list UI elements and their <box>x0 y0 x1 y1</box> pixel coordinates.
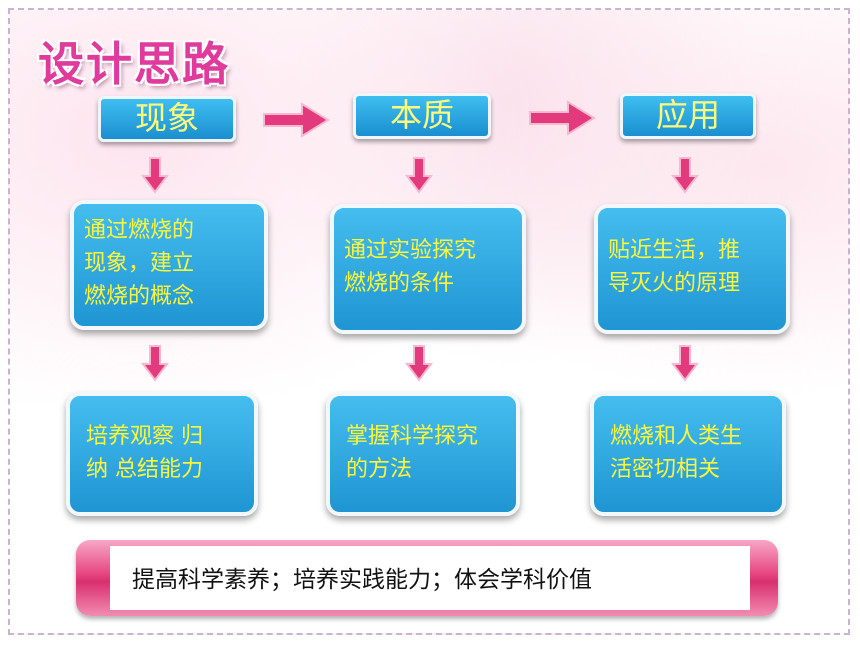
arrow-down-icon <box>405 345 433 382</box>
ability-line: 培养观察 归 <box>86 424 203 449</box>
goal-box-essence: 通过实验探究 燃烧的条件 <box>330 204 526 334</box>
ability-line: 燃烧和人类生 <box>610 424 743 449</box>
goal-line: 燃烧的条件 <box>344 271 455 296</box>
ability-box-application: 燃烧和人类生 活密切相关 <box>590 392 786 516</box>
goal-line: 导灭火的原理 <box>608 271 741 296</box>
ability-box-phenomenon: 培养观察 归 纳 总结能力 <box>66 392 258 516</box>
goal-box-application: 贴近生活，推 导灭火的原理 <box>594 204 790 334</box>
arrow-right-icon <box>529 100 596 136</box>
goal-box-phenomenon: 通过燃烧的 现象，建立 燃烧的概念 <box>70 200 268 330</box>
arrow-down-icon <box>671 157 699 194</box>
goal-line: 燃烧的概念 <box>84 284 195 309</box>
ability-box-essence: 掌握科学探究 的方法 <box>326 392 520 516</box>
arrow-down-icon <box>671 345 699 382</box>
arrow-down-icon <box>141 157 169 194</box>
ability-line: 活密切相关 <box>610 457 721 482</box>
ability-line: 掌握科学探究 <box>346 424 479 449</box>
summary-text: 提高科学素养；培养实践能力；体会学科价值 <box>132 567 592 593</box>
ability-line: 纳 总结能力 <box>86 457 203 482</box>
header-essence: 本质 <box>353 93 491 139</box>
goal-line: 通过实验探究 <box>344 238 477 263</box>
arrow-right-icon <box>263 102 330 138</box>
goal-line: 通过燃烧的 <box>84 218 195 243</box>
arrow-down-icon <box>141 345 169 382</box>
goal-line: 贴近生活，推 <box>608 238 741 263</box>
arrow-down-icon <box>405 157 433 194</box>
summary-banner-inner <box>110 546 750 610</box>
header-phenomenon: 现象 <box>98 96 236 142</box>
goal-line: 现象，建立 <box>84 251 195 276</box>
ability-line: 的方法 <box>346 457 413 482</box>
slide-title: 设计思路 <box>38 37 230 91</box>
header-application: 应用 <box>620 93 756 139</box>
